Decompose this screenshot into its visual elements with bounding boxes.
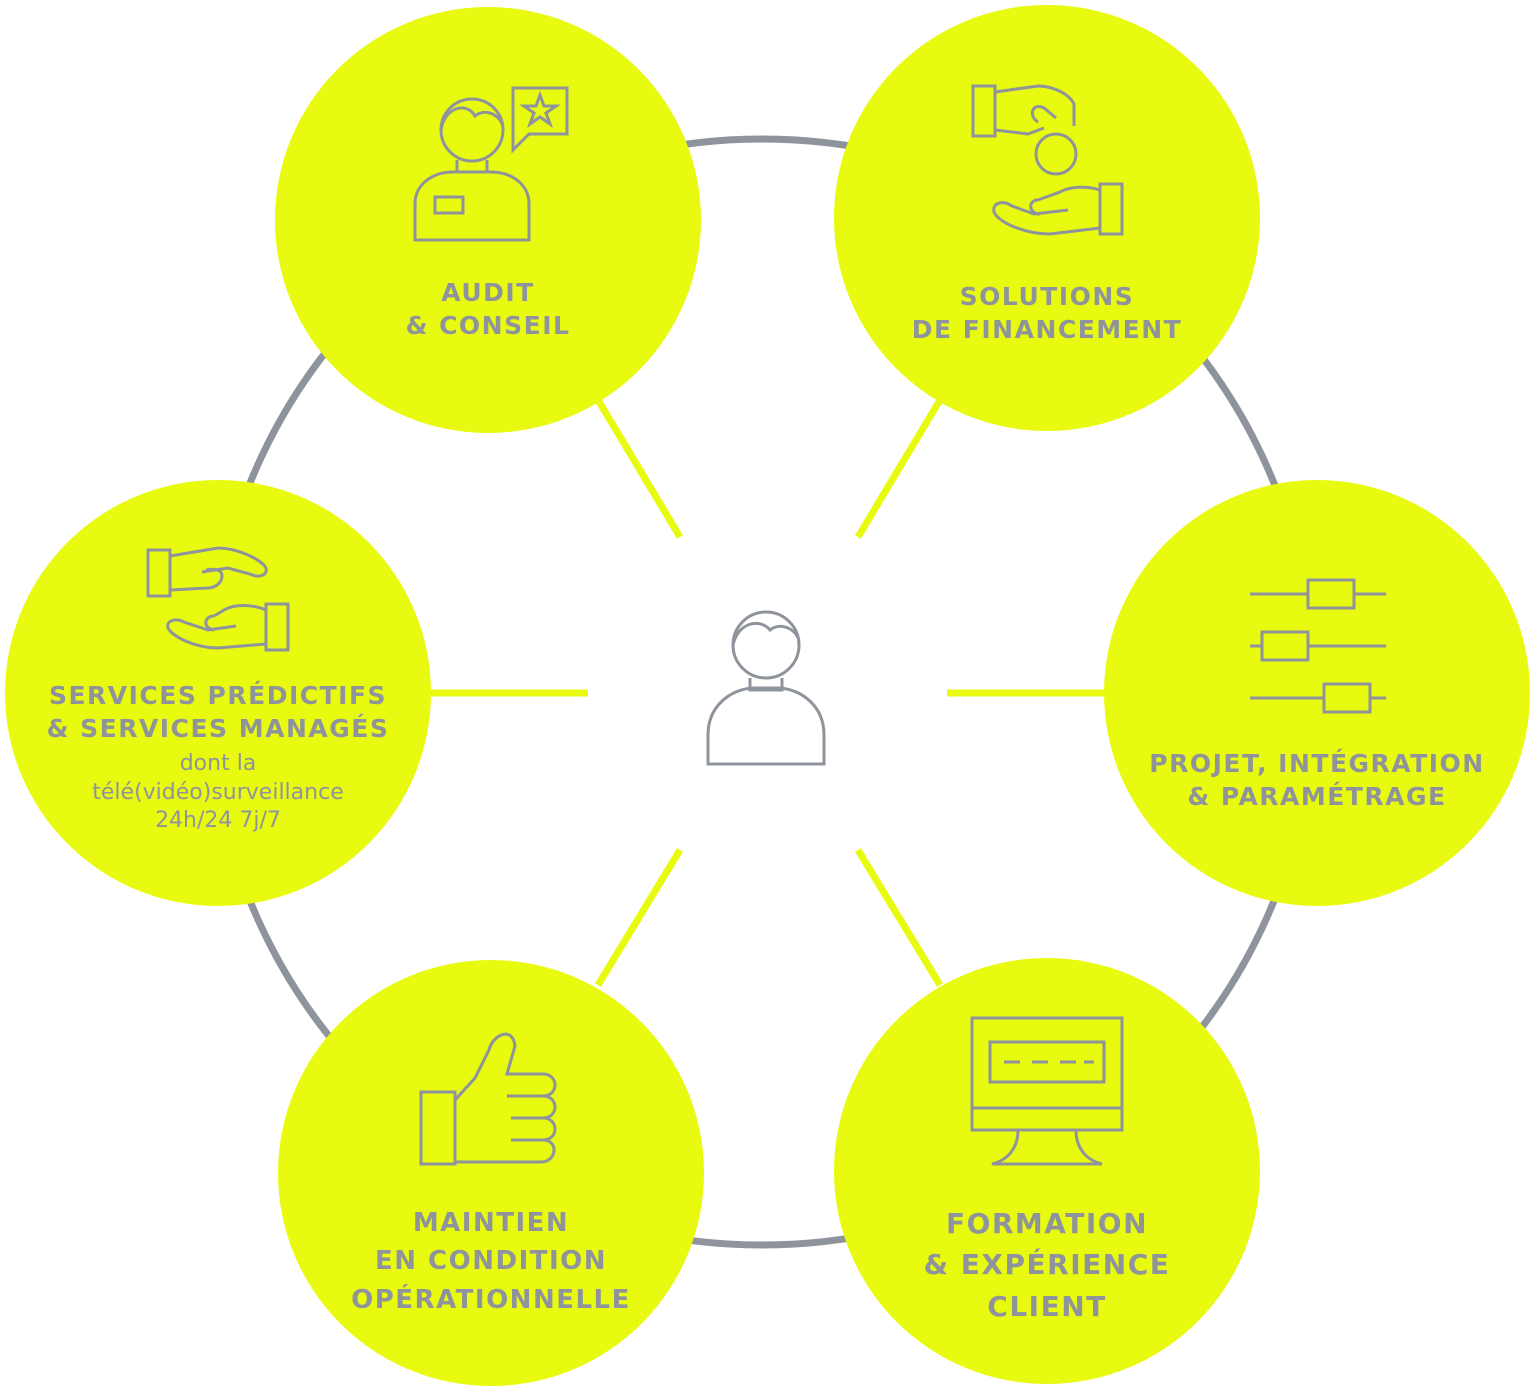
spoke-financing: [854, 398, 944, 539]
spoke-training: [855, 848, 943, 987]
user-icon: [706, 610, 826, 766]
label-audit-line-2: & CONSEIL: [405, 311, 571, 341]
spoke-audit: [594, 398, 684, 539]
monitor-icon: [970, 1016, 1124, 1166]
label-maintenance-line-1: MAINTIEN: [412, 1208, 570, 1238]
label-maintenance-line-2: EN CONDITION: [374, 1246, 608, 1277]
label-maintenance: MAINTIEN EN CONDITION OPÉRATIONNELLE: [291, 1204, 691, 1319]
sliders-icon: [1250, 578, 1386, 714]
thumbs-up-icon: [419, 1032, 557, 1166]
label-services-line-1: SERVICES PRÉDICTIFS: [48, 681, 388, 710]
label-training-line-3: CLIENT: [987, 1289, 1107, 1323]
label-audit: AUDIT & CONSEIL: [288, 276, 688, 343]
node-training: [834, 958, 1260, 1384]
node-audit: [275, 7, 701, 433]
label-financing-line-2: DE FINANCEMENT: [911, 315, 1183, 345]
open-hands-icon: [146, 546, 290, 652]
label-project-line-1: PROJET, INTÉGRATION: [1149, 749, 1485, 778]
sublabel-services-line-2: télé(vidéo)surveillance: [92, 779, 344, 805]
label-maintenance-line-3: OPÉRATIONNELLE: [351, 1284, 631, 1315]
node-maintenance: [278, 960, 704, 1386]
coin-hands-icon: [971, 84, 1124, 236]
consultant-star-icon: [413, 86, 569, 242]
label-financing: SOLUTIONS DE FINANCEMENT: [847, 280, 1247, 347]
label-financing-line-1: SOLUTIONS: [959, 282, 1135, 311]
node-project: [1104, 480, 1530, 906]
label-audit-line-1: AUDIT: [441, 278, 535, 307]
node-financing: [834, 5, 1260, 431]
sublabel-services-line-3: 24h/24 7j/7: [155, 808, 281, 834]
label-services: SERVICES PRÉDICTIFS & SERVICES MANAGÉS: [18, 679, 418, 746]
sublabel-services-line-1: dont la: [179, 751, 257, 776]
label-project-line-2: & PARAMÉTRAGE: [1187, 782, 1447, 812]
label-training-line-1: FORMATION: [945, 1207, 1149, 1240]
label-services-line-2: & SERVICES MANAGÉS: [46, 714, 390, 744]
spoke-maintenance: [595, 848, 683, 987]
label-training-line-2: & EXPÉRIENCE: [923, 1248, 1171, 1282]
sublabel-services: dont la télé(vidéo)surveillance 24h/24 7…: [18, 750, 418, 836]
node-services: [5, 480, 431, 906]
label-training: FORMATION & EXPÉRIENCE CLIENT: [847, 1203, 1247, 1327]
label-project: PROJET, INTÉGRATION & PARAMÉTRAGE: [1117, 747, 1517, 814]
